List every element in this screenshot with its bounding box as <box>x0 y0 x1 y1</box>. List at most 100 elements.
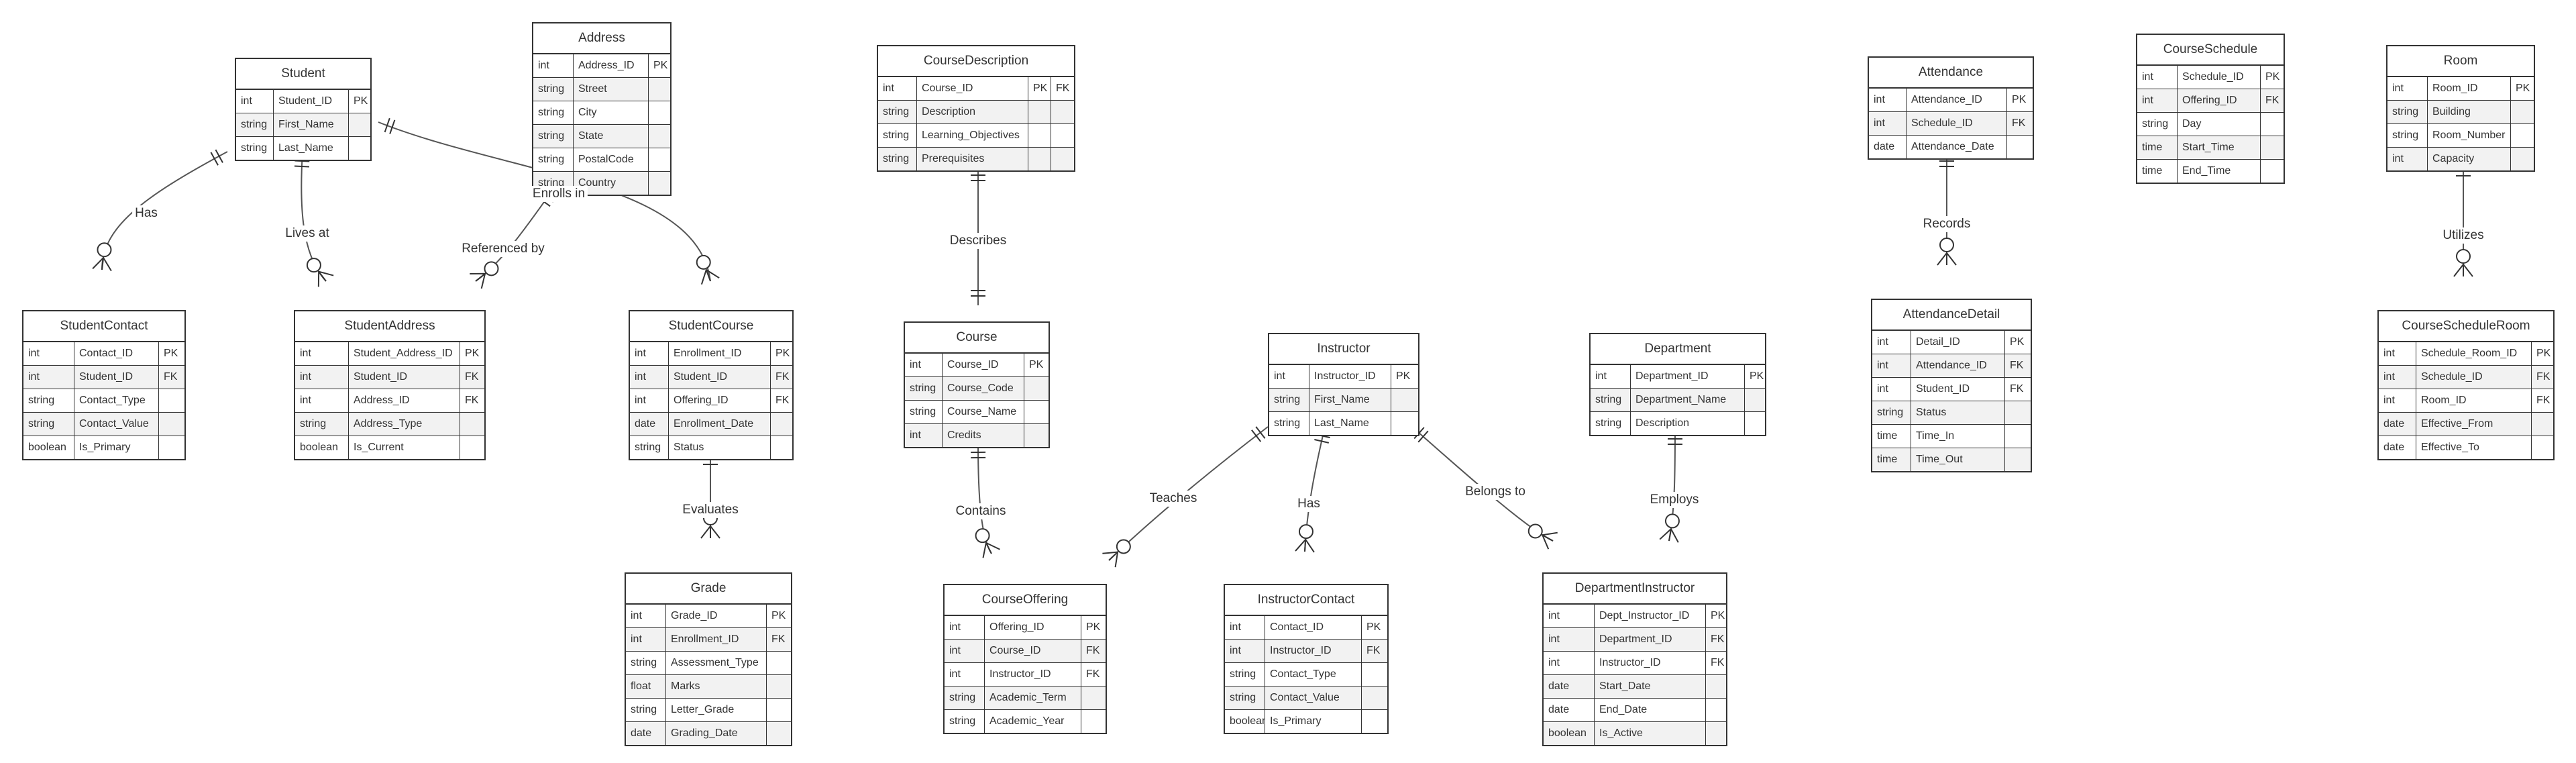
attribute-name: Department_Name <box>1631 389 1745 411</box>
attribute-name: Offering_ID <box>2178 89 2261 112</box>
attribute-type: int <box>945 663 985 686</box>
attribute-key <box>1024 377 1049 400</box>
attribute-key-2 <box>1051 124 1074 147</box>
attribute-key <box>1391 389 1418 411</box>
attribute-type: int <box>630 342 669 365</box>
attribute-name: Course_Code <box>943 377 1024 400</box>
attribute-name: Student_ID <box>1911 378 2005 401</box>
attribute-name: End_Date <box>1595 699 1706 721</box>
attribute-key: FK <box>164 371 178 383</box>
attribute-key: PK <box>465 348 480 359</box>
attribute-name: Contact_Type <box>1265 663 1362 686</box>
relationship-label: Utilizes <box>2440 227 2487 244</box>
attribute-type: int <box>2379 366 2416 389</box>
attribute-type: string <box>1269 389 1309 411</box>
attribute-name: City <box>574 101 649 124</box>
relationship-line <box>101 151 228 270</box>
attribute-name: Course_ID <box>943 354 1024 376</box>
entity-title: CourseScheduleRoom <box>2379 311 2553 342</box>
attribute-name: Learning_Objectives <box>917 124 1028 147</box>
attribute-key <box>2532 436 2553 459</box>
attribute-key <box>2511 148 2534 170</box>
attribute-name: Enrollment_ID <box>666 628 767 651</box>
attribute-key <box>2005 448 2031 471</box>
attribute-key <box>771 436 792 459</box>
attribute-key: PK <box>1086 621 1101 633</box>
attribute-type: date <box>1869 136 1907 158</box>
attribute-key: FK <box>2010 360 2024 371</box>
entity-title: CourseSchedule <box>2137 35 2284 66</box>
attribute-name: Student_ID <box>274 90 349 113</box>
attribute-name: Offering_ID <box>985 616 1081 639</box>
attribute-type: date <box>630 413 669 436</box>
relationship-label: Contains <box>953 503 1009 519</box>
attribute-type: boolean <box>1544 722 1595 745</box>
attribute-key: FK <box>1711 633 1725 645</box>
attribute-type: string <box>878 101 917 123</box>
attribute-name: Address_Type <box>349 413 460 436</box>
attribute-key <box>649 172 670 195</box>
relationship-referenced-by <box>470 189 554 289</box>
attribute-key <box>649 148 670 171</box>
attribute-type: int <box>2137 66 2178 89</box>
attribute-type: int <box>1225 640 1265 662</box>
one-marker <box>1251 429 1262 442</box>
attribute-key <box>1024 424 1049 447</box>
zero-marker <box>2456 249 2471 264</box>
attribute-type: date <box>2379 436 2416 459</box>
attribute-key <box>349 137 370 160</box>
entity-title: DepartmentInstructor <box>1544 574 1726 605</box>
attribute-key: FK <box>2012 117 2026 129</box>
attribute-name: Course_ID <box>985 640 1081 662</box>
attribute-type: date <box>626 722 666 745</box>
attribute-name: Student_ID <box>669 366 771 389</box>
attribute-key: PK <box>1396 370 1411 382</box>
attribute-key: PK <box>1711 610 1725 621</box>
attribute-name: Is_Primary <box>1265 710 1362 733</box>
attribute-name: Grading_Date <box>666 722 767 745</box>
attribute-type: int <box>905 354 943 376</box>
attribute-type: int <box>533 54 574 77</box>
attribute-name: Capacity <box>2428 148 2511 170</box>
attribute-name: Room_ID <box>2428 77 2511 100</box>
attribute-name: Attendance_Date <box>1907 136 2007 158</box>
attribute-type: int <box>1225 616 1265 639</box>
attribute-key <box>767 699 791 721</box>
attribute-name: Status <box>1911 401 2005 424</box>
entity-title: InstructorContact <box>1225 585 1387 616</box>
one-marker <box>384 117 390 133</box>
entity-title: StudentAddress <box>295 311 484 342</box>
attribute-key <box>1081 686 1106 709</box>
attribute-name: Is_Current <box>349 436 460 459</box>
